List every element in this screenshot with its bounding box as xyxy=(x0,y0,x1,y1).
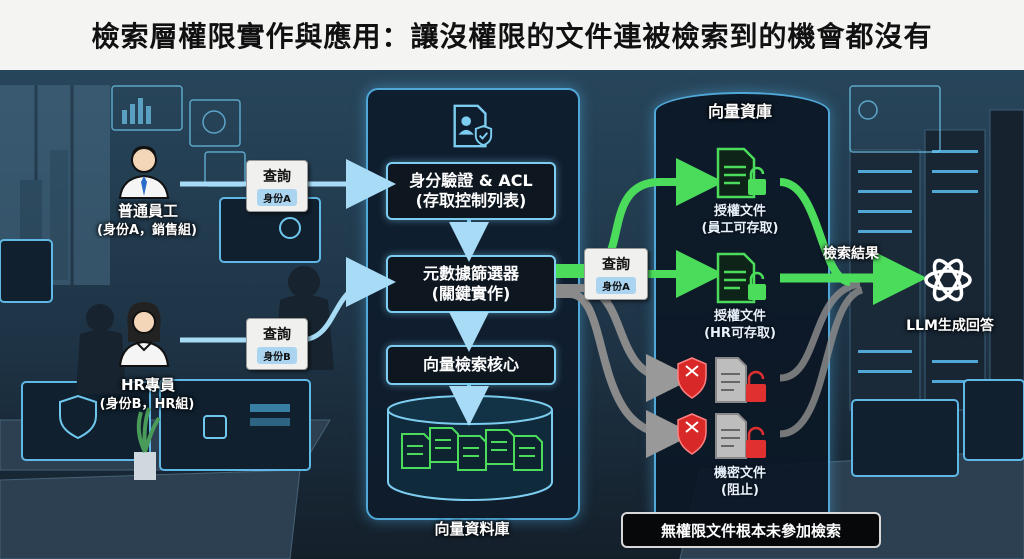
user-b-name: HR專員 xyxy=(120,376,176,394)
no-permission-banner: 無權限文件根本未參加檢索 xyxy=(621,512,881,548)
page-title: 檢索層權限實作與應用：讓沒權限的文件連被檢索到的機會都沒有 xyxy=(91,20,933,53)
query-mid-tag: 身份A xyxy=(596,277,636,294)
id-card-shield-icon xyxy=(453,104,493,148)
shield-icon xyxy=(677,357,707,399)
vector-database-icon xyxy=(387,395,553,502)
person-icon xyxy=(118,146,170,199)
monitor-icon xyxy=(0,197,1024,477)
meta-line1: 元數據篩選器 xyxy=(422,264,519,283)
acl-box: 身分驗證 & ACL (存取控制列表) xyxy=(386,162,556,220)
user-b-detail: (身份B，HR組) xyxy=(99,397,195,412)
doc4-access: (阻止) xyxy=(721,483,759,498)
acl-line1: 身分驗證 & ACL xyxy=(409,171,533,190)
results-label: 檢索結果 xyxy=(823,246,879,262)
openai-logo-icon xyxy=(924,258,972,302)
user-a-name: 普通員工 xyxy=(117,202,178,220)
blocked-document-icon xyxy=(677,357,766,403)
person-icon xyxy=(118,302,170,367)
acl-line2: (存取控制列表) xyxy=(415,191,527,210)
user-a-detail: (身份A，銷售組) xyxy=(97,223,197,238)
llm-label: LLM生成回答 xyxy=(906,318,994,334)
query-card-a: 查詢 身份A xyxy=(246,160,308,212)
query-a-tag: 身份A xyxy=(257,189,297,206)
document-icon xyxy=(401,427,543,471)
doc4-name: 機密文件 xyxy=(713,466,766,481)
query-mid-label: 查詢 xyxy=(602,257,630,273)
lock-icon xyxy=(746,426,766,458)
doc1-access: (員工可存取) xyxy=(701,221,779,236)
vector-store-label: 向量資料庫 xyxy=(434,520,510,538)
lock-icon xyxy=(748,166,766,195)
query-b-tag: 身份B xyxy=(257,347,297,364)
core-label: 向量檢索核心 xyxy=(422,355,519,374)
blocked-document-icon xyxy=(677,413,766,459)
query-card-b: 查詢 身份B xyxy=(246,318,308,370)
doc2-name: 授權文件 xyxy=(713,309,766,324)
meta-line2: (關鍵實作) xyxy=(431,284,511,303)
query-a-label: 查詢 xyxy=(263,169,291,185)
title-bar: 檢索層權限實作與應用：讓沒權限的文件連被檢索到的機會都沒有 xyxy=(0,0,1024,70)
banner-text: 無權限文件根本未參加檢索 xyxy=(660,521,841,540)
lock-icon xyxy=(748,271,766,300)
document-icon xyxy=(716,147,766,199)
vector-db-title: 向量資庫 xyxy=(707,102,772,121)
query-card-mid: 查詢 身份A xyxy=(584,248,648,300)
doc2-access: (HR可存取) xyxy=(704,326,776,341)
document-icon xyxy=(716,252,766,304)
query-b-label: 查詢 xyxy=(263,327,291,343)
vector-search-core-box: 向量檢索核心 xyxy=(386,345,556,385)
shield-icon xyxy=(677,413,707,455)
metadata-filter-box: 元數據篩選器 (關鍵實作) xyxy=(386,255,556,313)
lock-icon xyxy=(746,370,766,402)
doc1-name: 授權文件 xyxy=(713,204,766,219)
